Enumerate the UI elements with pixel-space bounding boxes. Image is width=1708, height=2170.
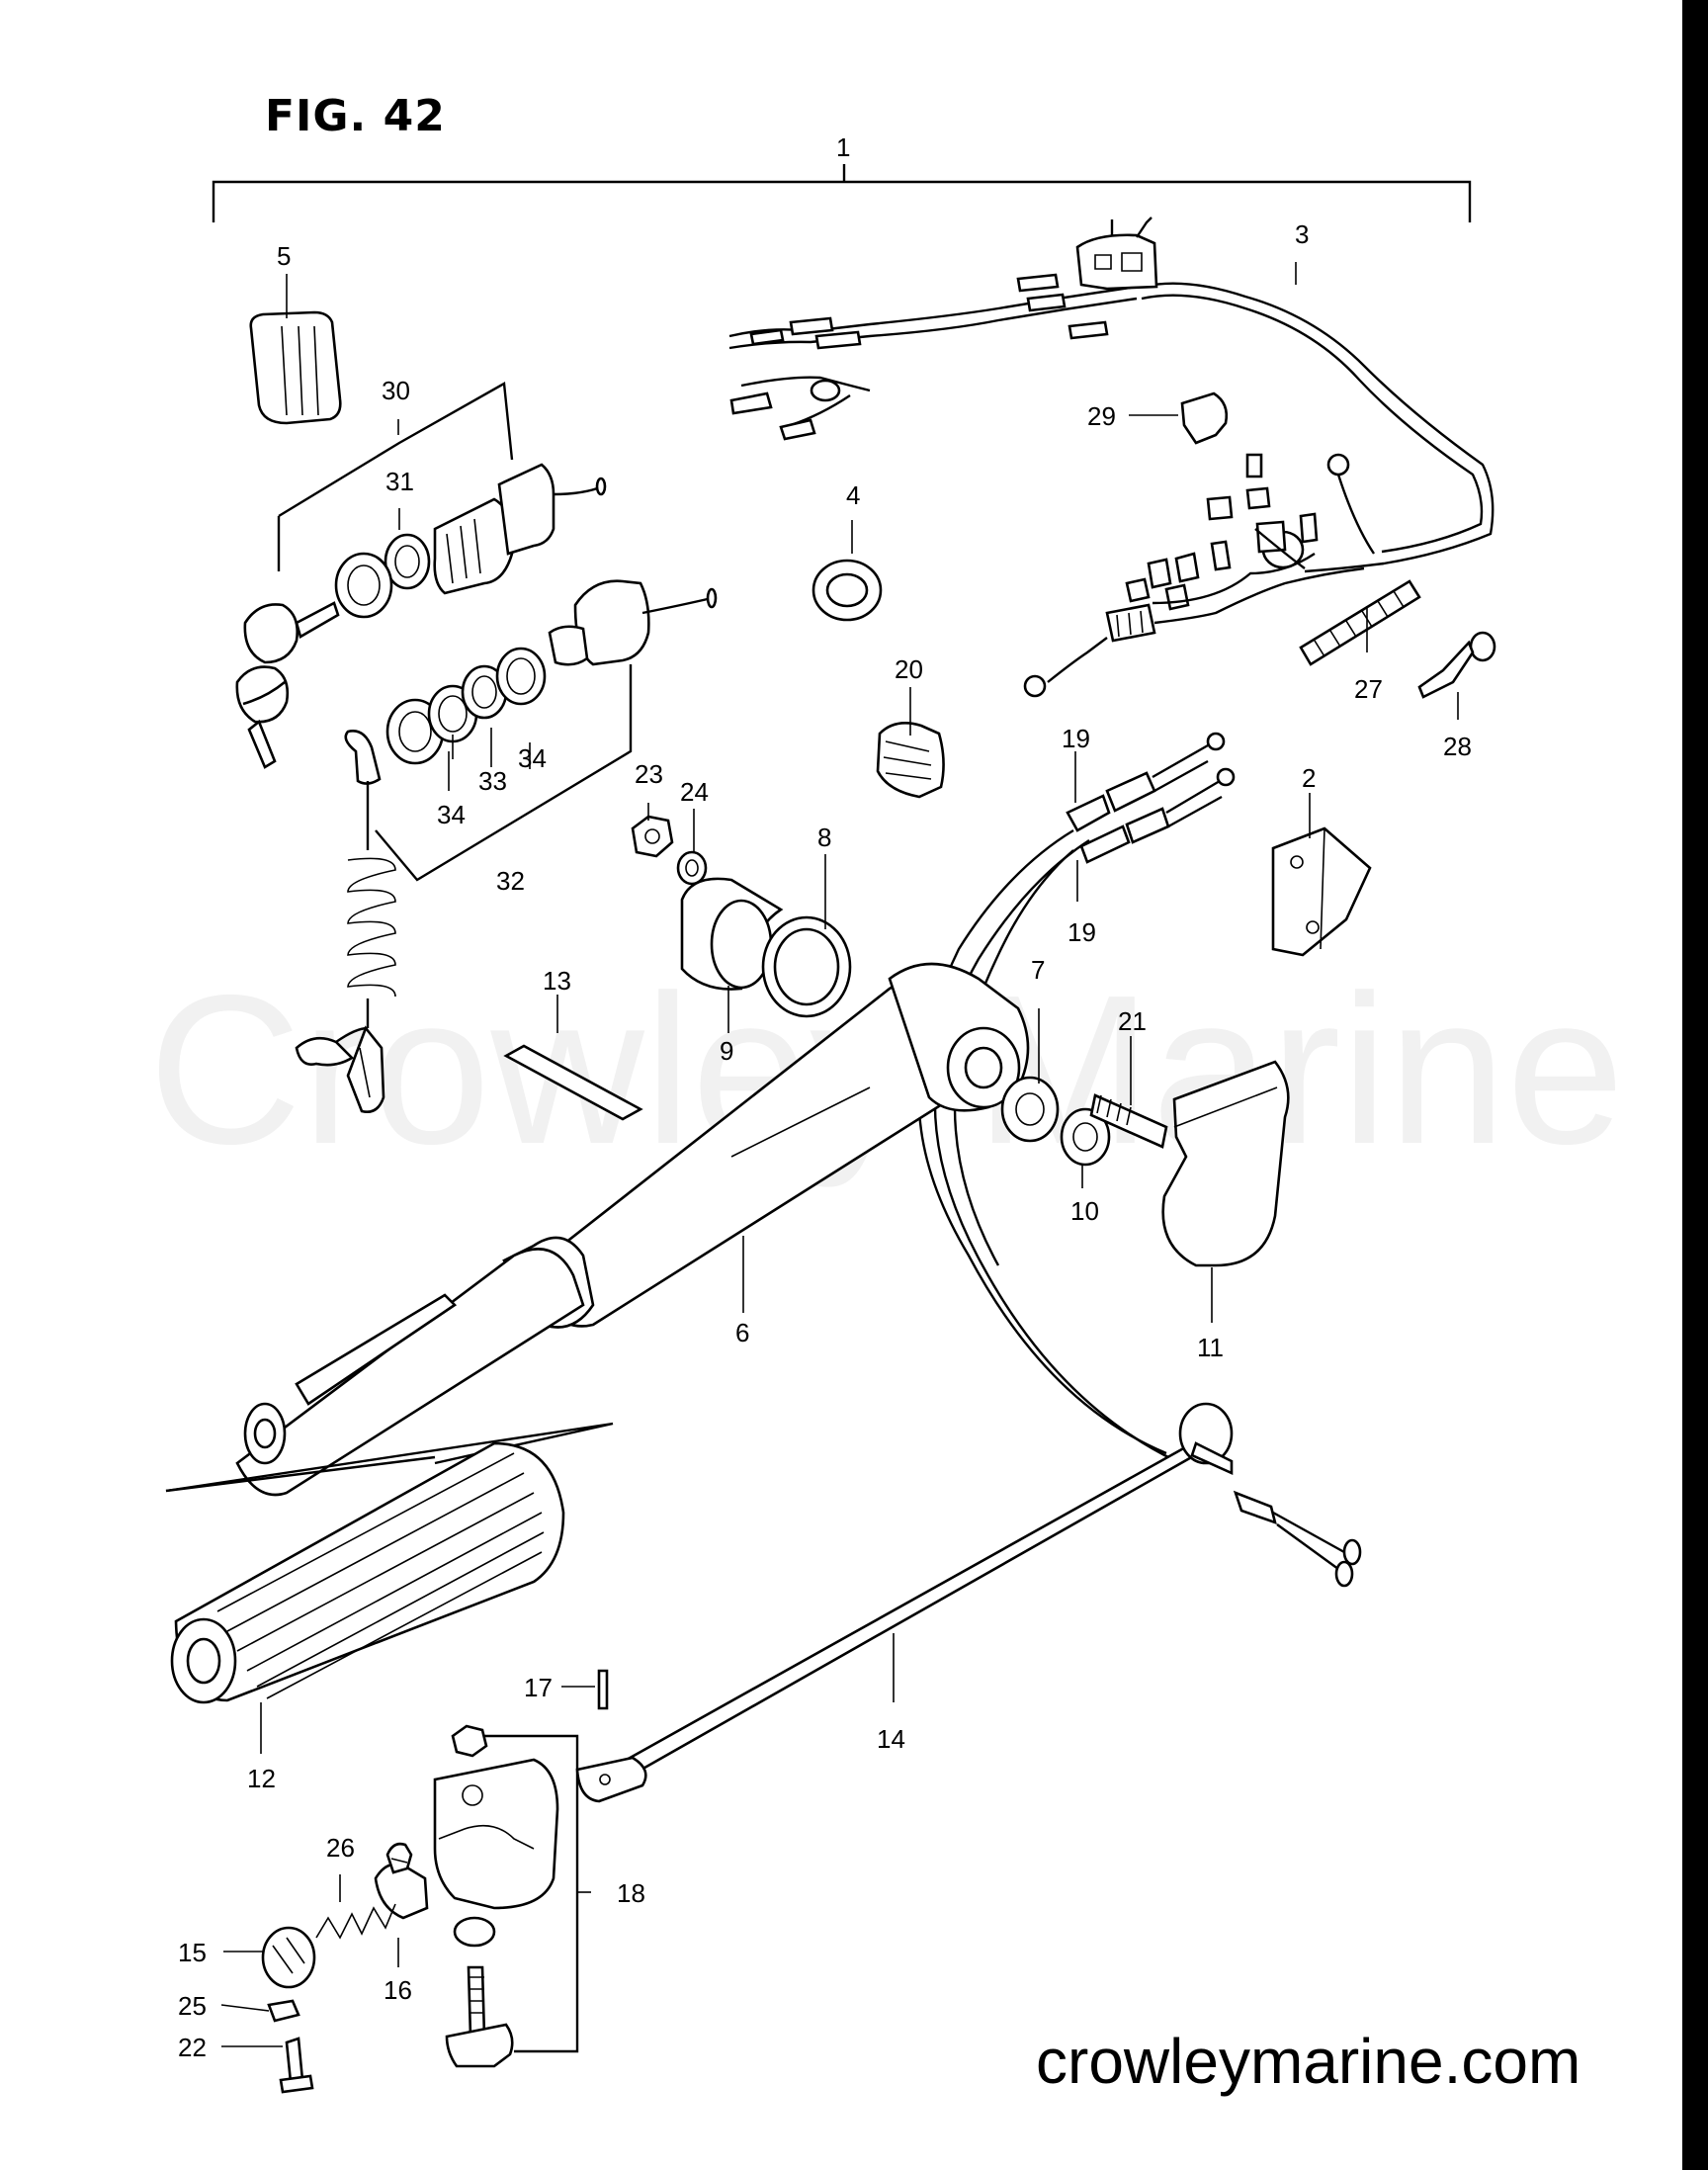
callout-30: 30 bbox=[382, 376, 410, 405]
part-decal bbox=[503, 1044, 643, 1121]
part-grommet-20 bbox=[876, 722, 945, 799]
callout-leaders bbox=[220, 262, 1459, 2047]
callout-7: 7 bbox=[1031, 955, 1045, 985]
scan-edge-bar bbox=[1682, 0, 1708, 2170]
callout-28: 28 bbox=[1443, 732, 1472, 761]
callout-3: 3 bbox=[1295, 219, 1309, 249]
callout-19-top: 19 bbox=[1062, 724, 1090, 753]
callout-34-left: 34 bbox=[437, 800, 466, 829]
part-plate bbox=[1271, 826, 1372, 957]
callout-20: 20 bbox=[895, 654, 923, 684]
part-grip bbox=[165, 1422, 614, 1704]
part-pin bbox=[597, 1669, 609, 1710]
part-ignition-switch bbox=[334, 463, 607, 619]
part-nut-washer bbox=[631, 815, 708, 886]
callout-32: 32 bbox=[496, 866, 525, 896]
part-friction-block bbox=[433, 1724, 579, 2068]
callout-26: 26 bbox=[326, 1833, 355, 1863]
callout-9: 9 bbox=[720, 1036, 733, 1066]
part-bushing bbox=[680, 877, 852, 1018]
callout-16: 16 bbox=[384, 1975, 412, 2005]
part-throttle-cables bbox=[917, 732, 1236, 1463]
callout-labels: 1 2 3 4 5 6 7 8 9 10 11 12 13 14 15 16 1… bbox=[178, 132, 1472, 2062]
callout-4: 4 bbox=[846, 480, 860, 510]
callout-21: 21 bbox=[1118, 1006, 1147, 1036]
callout-10: 10 bbox=[1070, 1196, 1099, 1226]
callout-25: 25 bbox=[178, 1991, 207, 2021]
callout-2: 2 bbox=[1302, 763, 1316, 793]
callout-19-bottom: 19 bbox=[1068, 917, 1096, 947]
callout-23: 23 bbox=[635, 759, 663, 789]
part-stop-switch bbox=[385, 579, 718, 765]
figure-title: FIG. 42 bbox=[265, 91, 446, 141]
part-tiller-handle bbox=[235, 962, 1030, 1497]
part-link-rod bbox=[575, 1402, 1362, 1803]
part-grommet bbox=[811, 559, 883, 622]
callout-11: 11 bbox=[1197, 1333, 1224, 1362]
callout-22: 22 bbox=[178, 2033, 207, 2062]
callout-5: 5 bbox=[277, 241, 291, 271]
part-screw-28 bbox=[1417, 631, 1496, 699]
part-keys bbox=[235, 601, 340, 769]
callout-1: 1 bbox=[836, 132, 850, 162]
part-clip bbox=[1180, 391, 1229, 445]
callout-14: 14 bbox=[877, 1724, 905, 1754]
part-cap bbox=[249, 310, 342, 425]
callout-15: 15 bbox=[178, 1938, 207, 1967]
callout-34-right: 34 bbox=[518, 743, 547, 773]
assembly-bracket bbox=[212, 164, 1472, 222]
callout-33: 33 bbox=[478, 766, 507, 796]
callout-17: 17 bbox=[524, 1673, 553, 1702]
callout-12: 12 bbox=[247, 1764, 276, 1793]
callout-6: 6 bbox=[735, 1318, 749, 1347]
part-friction-screw bbox=[261, 1842, 429, 2094]
callout-29: 29 bbox=[1087, 401, 1116, 431]
part-bolt-knob bbox=[1000, 1060, 1290, 1267]
callout-18: 18 bbox=[617, 1878, 645, 1908]
callout-13: 13 bbox=[543, 966, 571, 996]
callout-31: 31 bbox=[385, 467, 414, 496]
part-wire-harness bbox=[728, 217, 1494, 698]
site-watermark-text: crowleymarine.com bbox=[1036, 2026, 1581, 2097]
part-spiral-tube bbox=[1299, 579, 1421, 666]
callout-8: 8 bbox=[817, 823, 831, 852]
part-lanyard bbox=[295, 664, 633, 1113]
group-line-30 bbox=[277, 382, 514, 571]
callout-24: 24 bbox=[680, 777, 709, 807]
callout-27: 27 bbox=[1354, 674, 1383, 704]
